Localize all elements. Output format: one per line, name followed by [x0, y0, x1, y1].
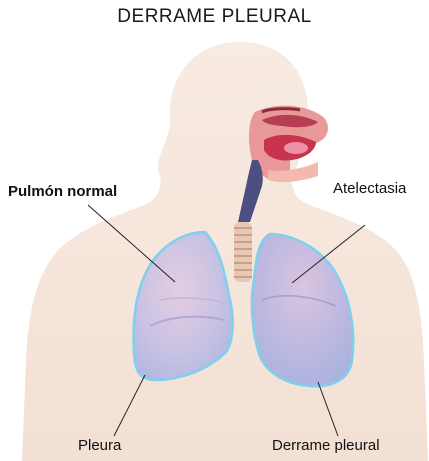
trachea — [234, 222, 252, 282]
diagram-title: DERRAME PLEURAL — [0, 6, 429, 28]
body-silhouette — [22, 42, 428, 461]
label-atelectasis: Atelectasia — [333, 180, 406, 197]
label-normal-lung: Pulmón normal — [8, 183, 117, 200]
label-pleural-effusion: Derrame pleural — [272, 437, 380, 454]
label-pleura: Pleura — [78, 437, 121, 454]
